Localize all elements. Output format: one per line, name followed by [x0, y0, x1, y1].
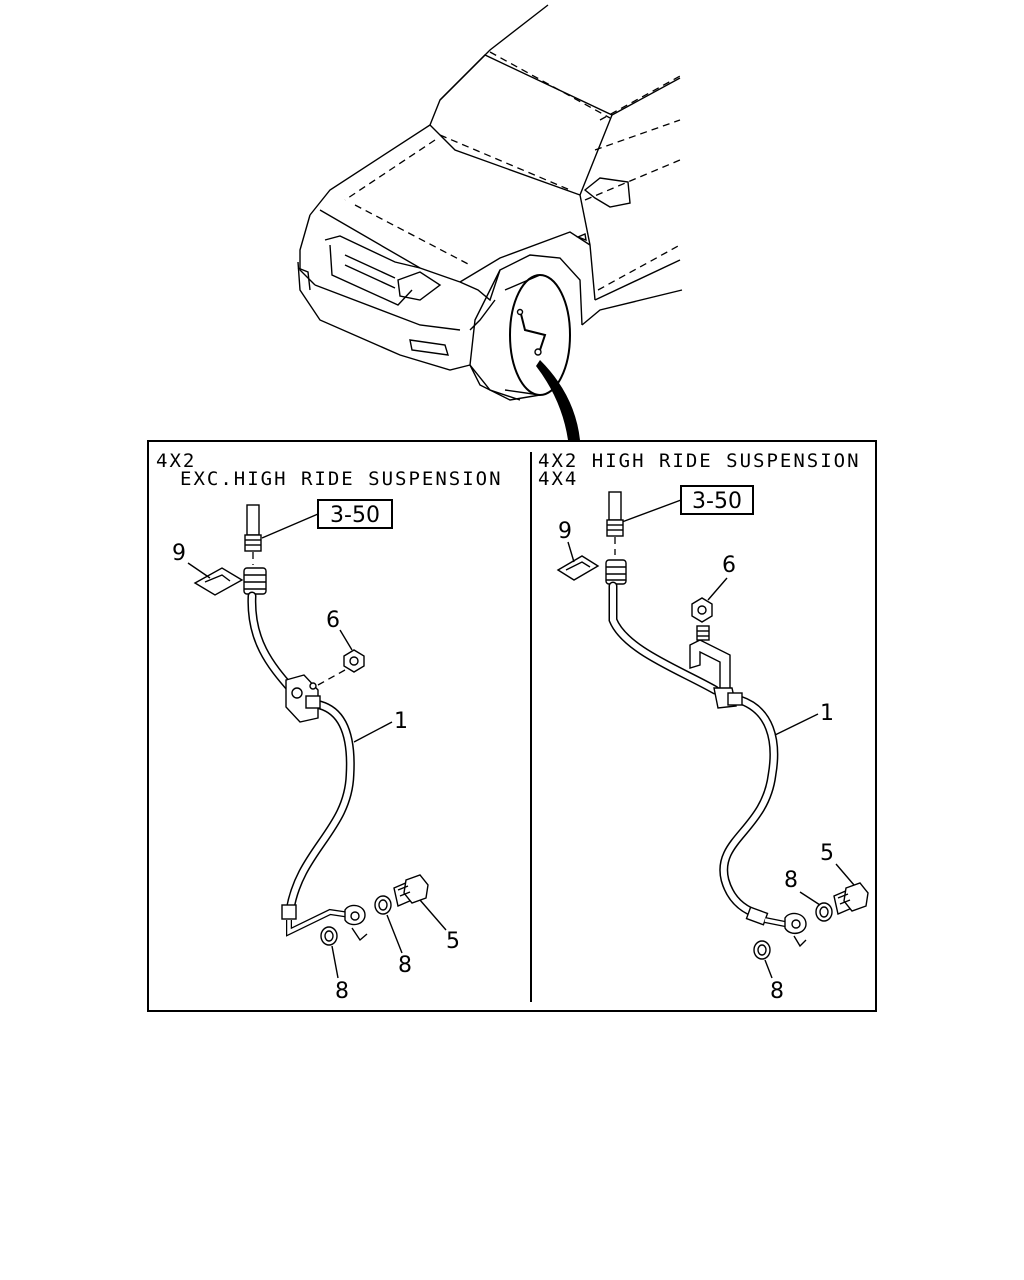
left-callout-5: 5 [446, 929, 460, 954]
right-brake-hose [608, 581, 779, 920]
left-panel: 4X2 EXC.HIGH RIDE SUSPENSION 3-50 9 [156, 450, 503, 1004]
right-callout-8b: 8 [784, 868, 798, 893]
diagram-frame [147, 440, 877, 1012]
left-callout-1: 1 [394, 709, 408, 734]
left-hose-fitting-top [243, 567, 267, 595]
right-nut-6 [691, 597, 713, 623]
right-washer-8a [753, 940, 771, 960]
left-brake-hose [247, 591, 355, 915]
right-callout-8a: 8 [770, 979, 784, 1004]
left-panel-title-line2: EXC.HIGH RIDE SUSPENSION [180, 468, 503, 490]
right-union-bolt-5 [833, 882, 869, 915]
left-clip-9 [193, 567, 244, 596]
left-panel-title-line1: 4X2 [156, 450, 196, 472]
right-callout-5: 5 [820, 841, 834, 866]
left-callout-8a: 8 [335, 979, 349, 1004]
right-clip-9 [556, 555, 600, 581]
left-hose-fitting-bottom [281, 904, 368, 942]
left-hose-bracket [285, 674, 321, 723]
left-callout-8b: 8 [398, 953, 412, 978]
right-panel: 4X2 HIGH RIDE SUSPENSION 4X4 3-50 9 [538, 450, 869, 1004]
right-hose-fitting-bottom [745, 906, 807, 948]
left-union-bolt-5 [393, 874, 429, 907]
vehicle-illustration [297, 4, 683, 440]
right-ref-label: 3-50 [692, 489, 742, 514]
right-callout-6: 6 [722, 553, 736, 578]
right-panel-title-line1: 4X2 HIGH RIDE SUSPENSION [538, 450, 861, 472]
right-hose-fitting-top [605, 559, 627, 585]
left-brake-pipe [244, 504, 262, 552]
right-panel-title-line2: 4X4 [538, 468, 578, 490]
left-nut-6 [343, 649, 365, 673]
right-callout-1: 1 [820, 701, 834, 726]
right-brake-pipe [606, 491, 624, 537]
right-callout-9: 9 [558, 519, 572, 544]
left-callout-6: 6 [326, 608, 340, 633]
right-hose-bracket [689, 625, 743, 709]
left-ref-label: 3-50 [330, 503, 380, 528]
left-washer-8b [374, 895, 392, 915]
left-washer-8a [320, 926, 338, 946]
right-washer-8b [815, 902, 833, 922]
left-callout-9: 9 [172, 541, 186, 566]
